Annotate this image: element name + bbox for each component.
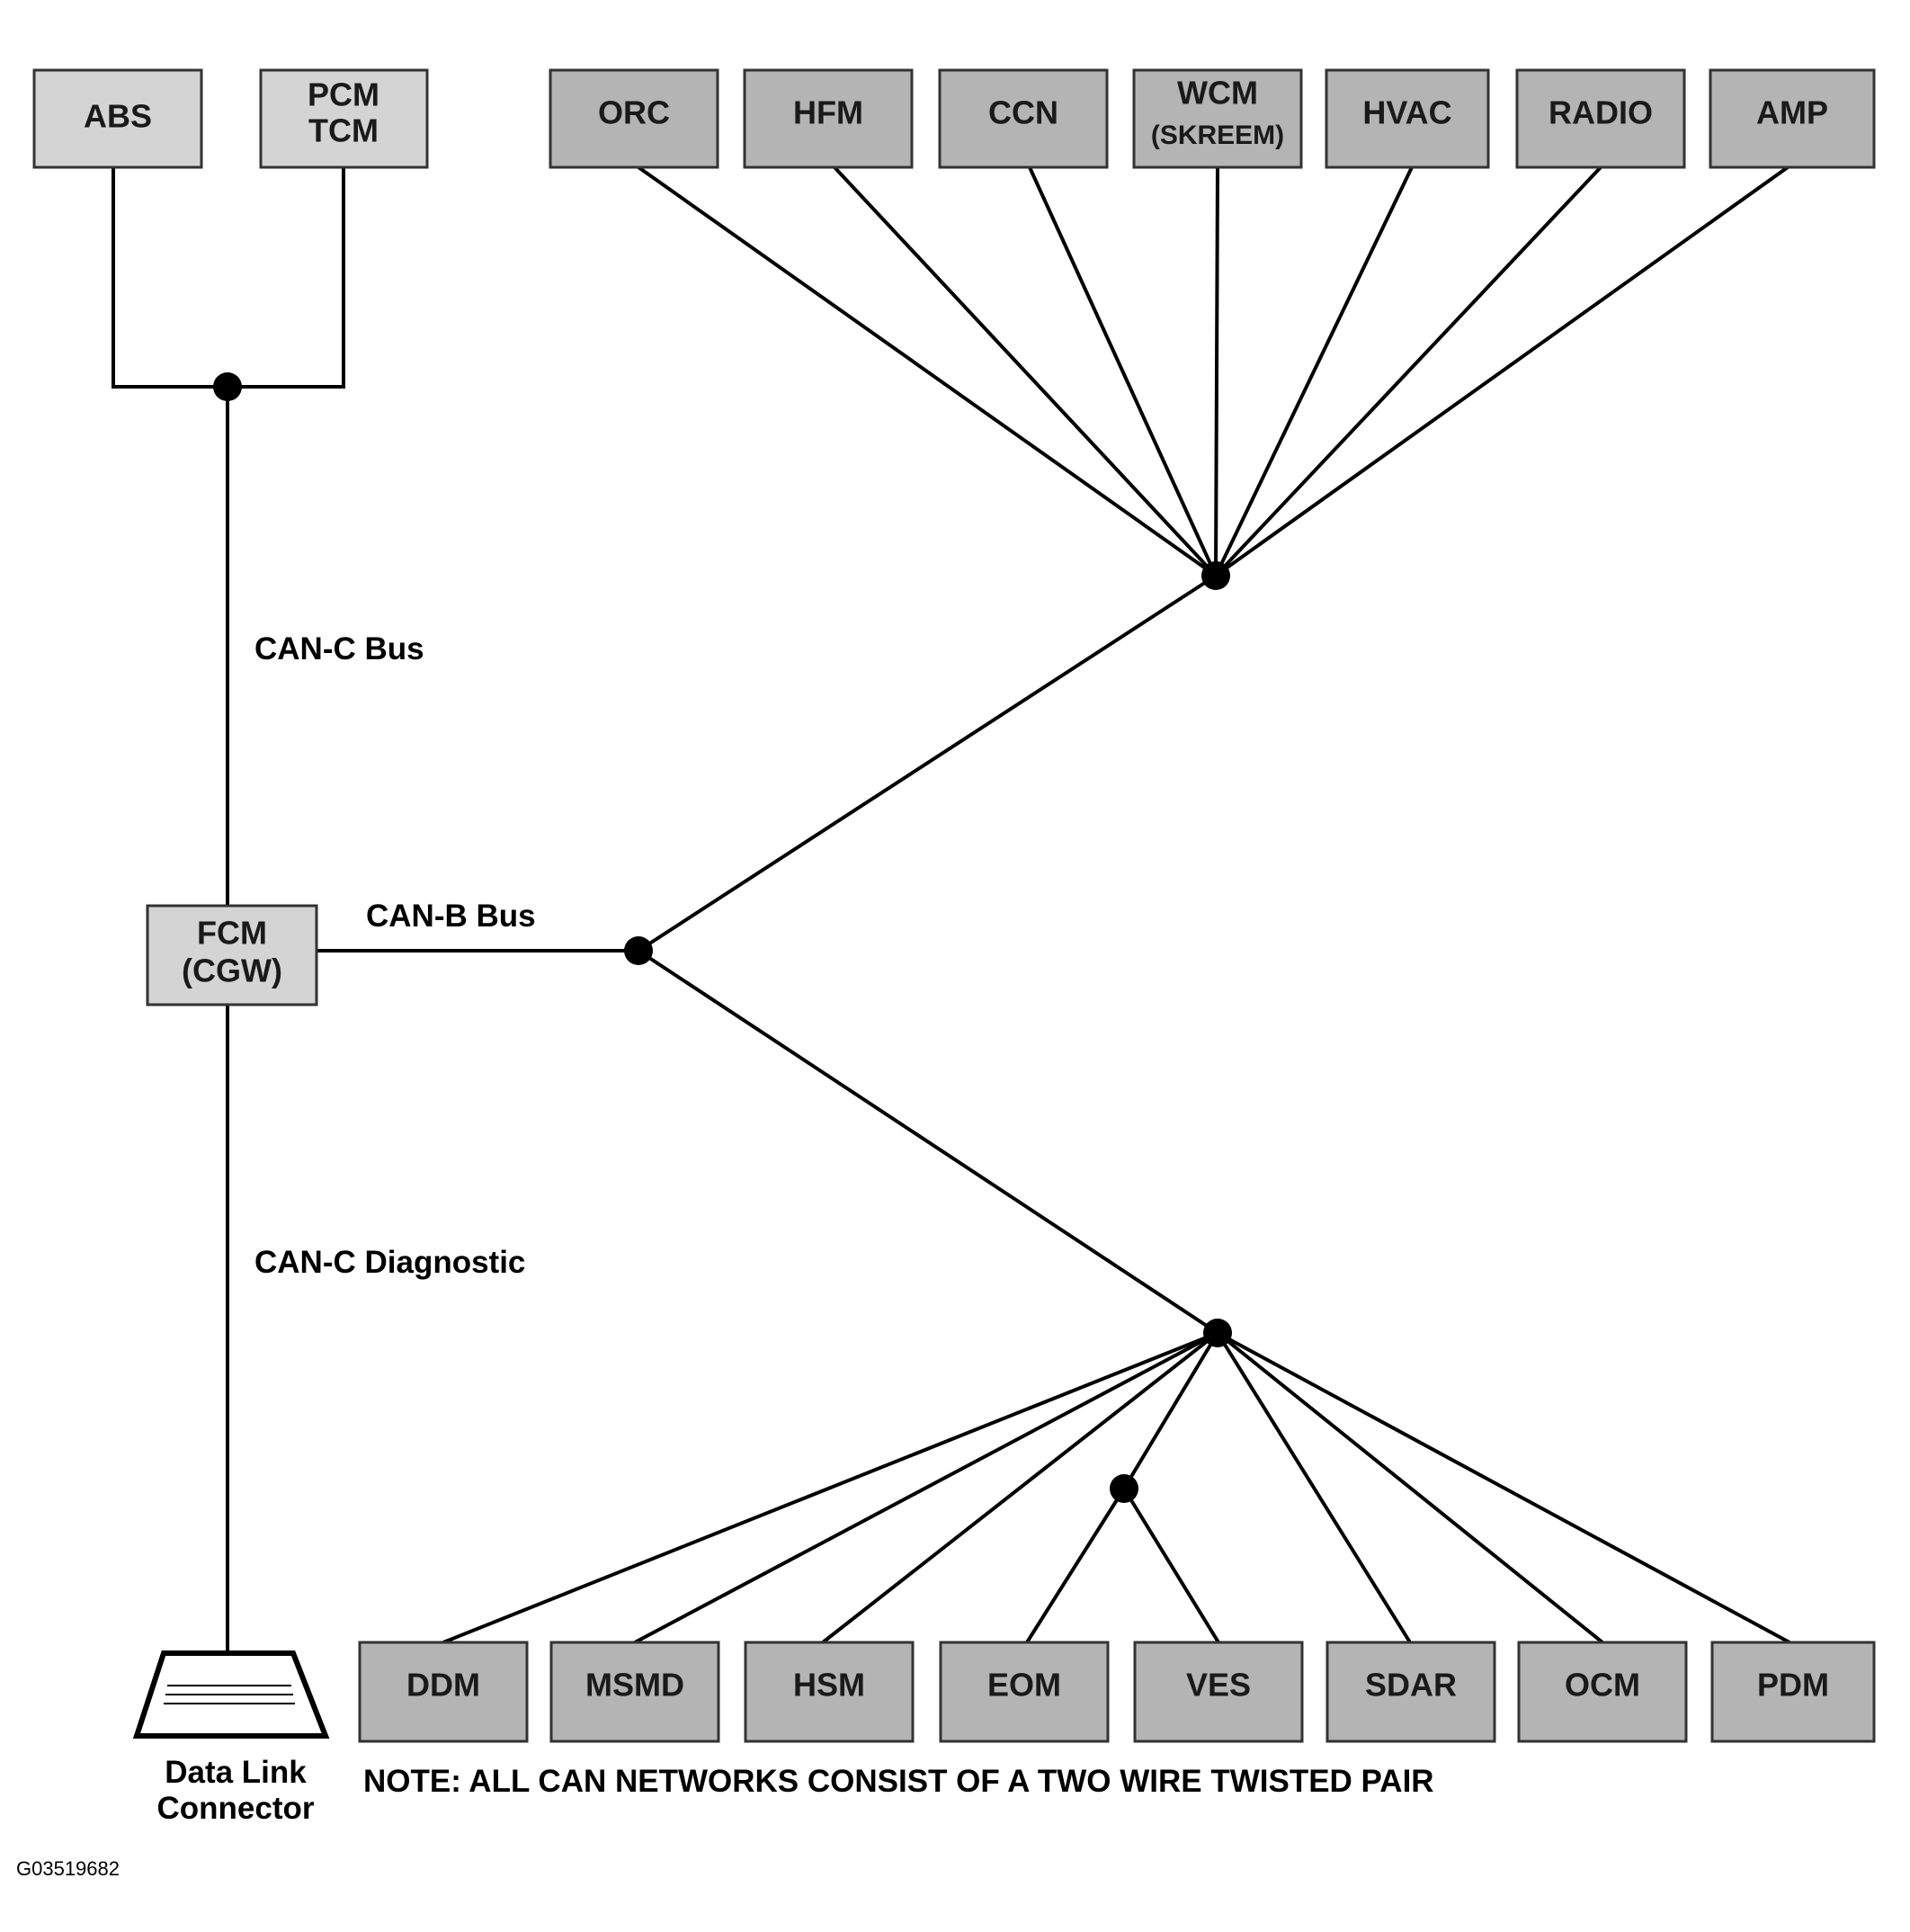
splice-node-upper (1201, 561, 1230, 590)
module-pdm: PDM (1710, 1641, 1876, 1743)
svg-text:HFM: HFM (793, 94, 863, 131)
svg-text:EOM: EOM (987, 1667, 1061, 1704)
module-hfm: HFM (743, 68, 914, 169)
svg-text:PDM: PDM (1757, 1667, 1829, 1704)
module-ddm: DDM (358, 1641, 529, 1743)
splice-node-lower (1203, 1319, 1232, 1347)
svg-text:OCM: OCM (1565, 1667, 1640, 1704)
label-can-b-bus: CAN-B Bus (366, 899, 536, 934)
wire-ccn (1028, 166, 1218, 577)
module-wcm-skreem: WCM (SKREEM) (1132, 68, 1303, 169)
svg-text:FCM: FCM (197, 915, 267, 952)
module-amp: AMP (1709, 68, 1876, 169)
wire-amp (1214, 165, 1790, 577)
wire-msmd (634, 1331, 1218, 1644)
wire-hvac (1214, 166, 1414, 577)
svg-text:ABS: ABS (84, 98, 152, 135)
wire-ves (1122, 1487, 1220, 1644)
wire-hsm (821, 1331, 1219, 1644)
label-can-c-bus: CAN-C Bus (254, 631, 424, 666)
wire-wcm (1214, 166, 1219, 577)
svg-text:(CGW): (CGW) (182, 953, 282, 989)
wire-eom-ves-branch (1122, 1331, 1219, 1490)
module-fcm-cgw: FCM (CGW) (146, 904, 318, 1006)
module-hsm: HSM (744, 1641, 915, 1743)
module-orc: ORC (549, 68, 719, 169)
svg-text:TCM: TCM (308, 112, 379, 149)
wire-pcm-tcm (228, 167, 345, 389)
module-ves: VES (1133, 1641, 1304, 1743)
svg-text:VES: VES (1186, 1667, 1251, 1704)
splice-node-can-b (624, 936, 653, 965)
figure-id: G03519682 (16, 1857, 120, 1880)
svg-text:PCM: PCM (308, 76, 379, 113)
module-pcm-tcm: PCM TCM (259, 68, 429, 169)
svg-text:SDAR: SDAR (1365, 1667, 1457, 1704)
module-radio: RADIO (1515, 68, 1686, 169)
wire-ocm (1216, 1331, 1604, 1644)
wire-sdar (1216, 1331, 1412, 1644)
svg-text:WCM: WCM (1177, 75, 1258, 112)
svg-text:MSMD: MSMD (585, 1667, 684, 1704)
wire-eom (1025, 1487, 1126, 1644)
wire-hfm (833, 165, 1218, 577)
label-can-c-diagnostic: CAN-C Diagnostic (254, 1245, 525, 1280)
wire-ddm (442, 1331, 1218, 1644)
svg-text:(SKREEM): (SKREEM) (1151, 121, 1284, 150)
wire-radio (1214, 165, 1602, 577)
module-ccn: CCN (938, 68, 1109, 169)
module-msmd: MSMD (549, 1641, 720, 1743)
svg-text:DDM: DDM (406, 1667, 480, 1704)
wire-trunk-lower (637, 949, 1219, 1335)
module-abs: ABS (32, 68, 203, 169)
svg-text:ORC: ORC (598, 94, 670, 131)
module-ocm: OCM (1517, 1641, 1688, 1743)
data-link-connector-icon (132, 1650, 330, 1739)
svg-text:AMP: AMP (1756, 94, 1828, 131)
splice-node-eom-ves (1110, 1474, 1138, 1503)
label-data-link: Data Link (165, 1755, 307, 1790)
svg-text:CCN: CCN (988, 94, 1058, 131)
svg-text:HSM: HSM (793, 1667, 865, 1704)
label-connector: Connector (157, 1791, 315, 1826)
module-hvac: HVAC (1325, 68, 1490, 169)
wire-trunk-upper (637, 574, 1218, 953)
splice-node-can-c (213, 372, 242, 401)
network-note: NOTE: ALL CAN NETWORKS CONSIST OF A TWO … (363, 1764, 1434, 1799)
module-sdar: SDAR (1325, 1641, 1496, 1743)
wire-orc (637, 165, 1218, 577)
svg-text:HVAC: HVAC (1362, 94, 1451, 131)
svg-text:RADIO: RADIO (1549, 94, 1653, 131)
wire-abs (112, 167, 228, 389)
wire-pdm (1217, 1331, 1790, 1644)
module-eom: EOM (939, 1641, 1110, 1743)
